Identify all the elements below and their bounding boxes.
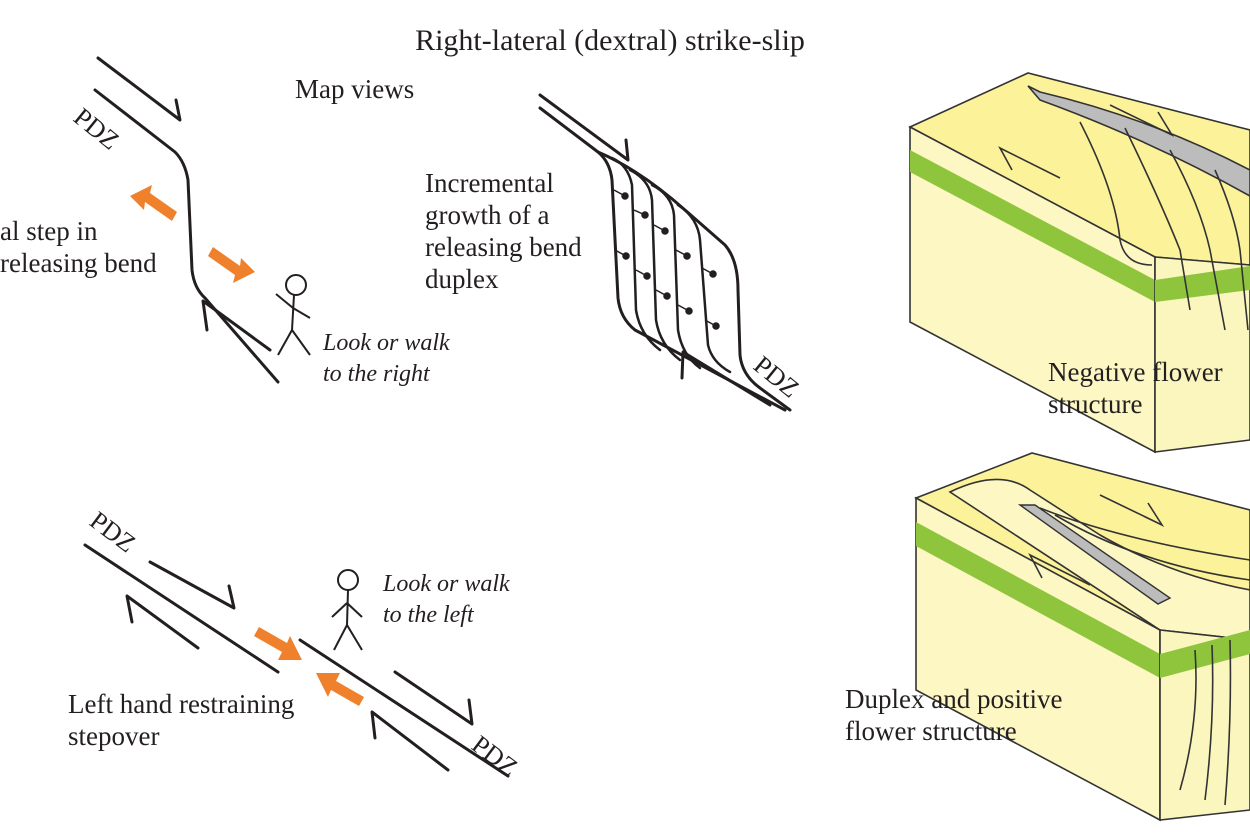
duplex-strand-1 bbox=[610, 156, 662, 352]
restraining-stepover-panel: PDZ PDZ Look or walk to the left Left ha… bbox=[68, 506, 523, 783]
releasing-bend-panel: PDZ al step in releasing bend Look or wa… bbox=[0, 56, 450, 387]
duplex-label-1: Incremental bbox=[425, 168, 554, 198]
negative-graben bbox=[1027, 85, 1250, 197]
positive-flower-label-2: flower structure bbox=[845, 716, 1017, 746]
duplex-lower-arrow bbox=[680, 350, 772, 407]
negative-flower-block: Negative flower structure bbox=[908, 72, 1250, 454]
positive-gray-sliver bbox=[1017, 504, 1172, 605]
negative-flower-label-2: structure bbox=[1048, 389, 1142, 419]
lower-motion-arrow bbox=[201, 299, 272, 352]
compression-arrow-upper bbox=[254, 627, 302, 660]
negative-flower-label-1: Negative flower bbox=[1048, 357, 1223, 387]
extension-arrow-left bbox=[130, 185, 177, 221]
duplex-upper-arrow bbox=[538, 93, 630, 162]
restraining-arrow-left bbox=[125, 594, 200, 650]
releasing-bend-fault-trace bbox=[93, 88, 280, 384]
look-left-label-2: to the left bbox=[383, 602, 475, 628]
negative-right-face bbox=[1154, 256, 1250, 453]
duplex-label-3: releasing bend bbox=[425, 232, 582, 262]
negative-fault-1 bbox=[1079, 121, 1153, 266]
restraining-fault-upper bbox=[83, 543, 280, 674]
negative-fault-3 bbox=[1169, 149, 1226, 331]
negative-strike-arrow-right bbox=[1109, 104, 1175, 137]
releasing-bend-label-2: releasing bend bbox=[0, 248, 157, 278]
duplex-strand-3 bbox=[650, 183, 702, 370]
compression-arrow-lower bbox=[316, 673, 364, 706]
duplex-label-4: duplex bbox=[425, 264, 499, 294]
pdz-label: PDZ bbox=[68, 102, 124, 155]
restraining-pdz-bottom: PDZ bbox=[466, 730, 523, 783]
restraining-label-1: Left hand restraining bbox=[68, 689, 294, 719]
positive-strike-arrow-left bbox=[1028, 553, 1091, 586]
duplex-strand-4 bbox=[676, 203, 732, 374]
positive-front-green-bed bbox=[916, 522, 1160, 678]
look-left-label-1: Look or walk bbox=[382, 571, 510, 597]
look-right-label-2: to the right bbox=[323, 361, 431, 387]
positive-fault-2 bbox=[1054, 514, 1250, 581]
map-views-label: Map views bbox=[295, 74, 414, 104]
stick-figure-right bbox=[275, 274, 311, 356]
restraining-fault-lower bbox=[298, 638, 510, 778]
positive-flower-block: Duplex and positive flower structure bbox=[845, 452, 1250, 822]
duplex-label-2: growth of a bbox=[425, 200, 549, 230]
duplex-panel: Incremental growth of a releasing bend d… bbox=[425, 93, 805, 412]
negative-fault-2 bbox=[1124, 127, 1191, 311]
restraining-label-2: stepover bbox=[68, 721, 159, 751]
negative-front-green-bed bbox=[910, 150, 1155, 302]
positive-fault-1 bbox=[1039, 507, 1250, 561]
look-right-label-1: Look or walk bbox=[322, 330, 450, 356]
upper-motion-arrow bbox=[96, 56, 182, 122]
positive-fault-5 bbox=[1224, 639, 1232, 806]
diagram-title: Right-lateral (dextral) strike-slip bbox=[415, 24, 805, 57]
positive-strike-arrow-right bbox=[1099, 494, 1165, 527]
positive-fault-4 bbox=[1204, 644, 1214, 801]
restraining-arrow-top bbox=[148, 560, 236, 610]
extension-arrow-right bbox=[208, 247, 255, 283]
releasing-bend-label-1: al step in bbox=[0, 216, 98, 246]
positive-flower-label-1: Duplex and positive bbox=[845, 684, 1062, 714]
normal-fault-ticks bbox=[613, 189, 720, 330]
positive-fault-3 bbox=[1179, 649, 1197, 791]
restraining-arrow-bottom bbox=[370, 710, 450, 772]
stick-figure-left bbox=[331, 569, 363, 651]
negative-fault-4 bbox=[1214, 169, 1249, 331]
positive-right-green-bed bbox=[1160, 630, 1250, 678]
negative-right-green-bed bbox=[1155, 266, 1250, 302]
restraining-arrow-right bbox=[393, 670, 474, 726]
negative-strike-arrow-left bbox=[998, 146, 1061, 179]
duplex-outer-fault-upper bbox=[538, 106, 637, 332]
